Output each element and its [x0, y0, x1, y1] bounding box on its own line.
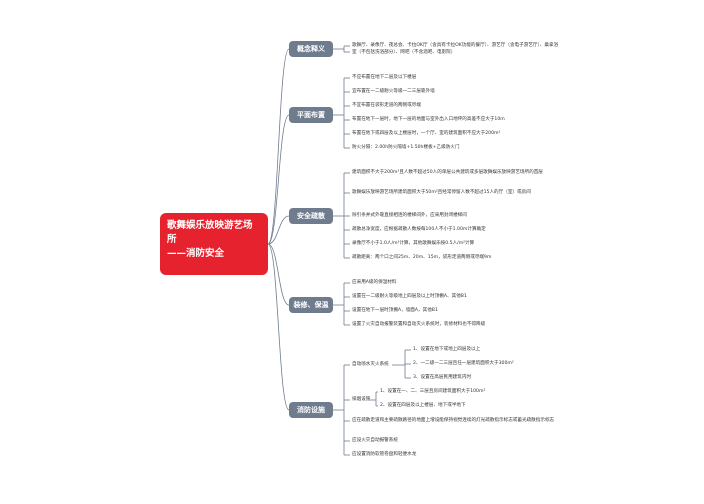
root-branch-line: [267, 243, 290, 411]
sprinkler-item: 2、一二级一二三层且任一层建筑面积大于300m²: [413, 361, 514, 366]
layout-item: 宜布置在一二级耐火等级一二三层靠外墙: [352, 89, 435, 94]
sprinkler-item: 1、设置在地下或地上四层及以上: [413, 347, 481, 352]
facility-item: 应设火灾自动报警系统: [352, 438, 398, 443]
smoke-item: 2、设置在四层及以上楼层、地下或半地下: [380, 403, 466, 408]
decoration-item: 应采用A级的保温材料: [352, 280, 397, 285]
root-branch-line: [267, 215, 290, 245]
root-branch-line: [267, 243, 290, 306]
decoration-item: 设置在一二级耐火等级地上四层及以上时顶棚A、其他B1: [352, 294, 467, 299]
layout-item: 不宜布置在袋形走道的两侧或尽端: [352, 103, 421, 108]
root-topic[interactable]: 歌舞娱乐放映游艺场所 ——消防安全: [160, 213, 268, 275]
smoke-item: 1、设置在一、二、三层且房间建筑面积大于100m²: [380, 389, 486, 394]
evacuation-item: 疏散总净宽度，应根据疏散人数按每100人不小于1.00m计算确定: [352, 227, 486, 232]
evacuation-item: 疏散距离：两个口之间25m、20m、15m，袋形走道两侧或尽端9m: [352, 255, 492, 260]
evacuation-item: 建筑面积不大于200m²且人数不超过50人的单层公共建筑或多层歌舞娱乐放映游艺场…: [352, 170, 543, 175]
category-decoration[interactable]: 装修、保温: [289, 297, 333, 313]
decoration-item: 设置了火灾自动报警装置和自动灭火系统时，装修材料也不得降级: [352, 322, 486, 327]
root-branch-line: [267, 114, 290, 245]
category-evacuation[interactable]: 安全疏散: [289, 208, 333, 224]
layout-item: 不应布置在地下二层及以下楼层: [352, 75, 417, 80]
evacuation-item: 录像厅不小于1.0人/m²计算，其他歌舞娱乐按0.5人/m²计算: [352, 241, 475, 246]
evacuation-item: 歌舞娱乐放映游艺场所建筑面积大于50m²且经常停留人数不超过15人的厅（室）或房…: [352, 190, 531, 195]
category-concept[interactable]: 概念释义: [289, 41, 333, 57]
category-layout[interactable]: 平面布置: [289, 107, 333, 123]
facility-item: 应在疏散走道和主要疏散路径的地面上增设能保持视觉连续的灯光疏散指示标志或蓄光疏散…: [352, 418, 555, 423]
layout-item: 布置在地下一层时，地下一层的地面与室外出入口地坪的高差不应大于10m: [352, 117, 505, 122]
evacuation-item: 除引条并式外靠直接相连的楼梯间外，应采用封闭楼梯间: [352, 213, 467, 218]
root-title: 歌舞娱乐放映游艺场所: [167, 220, 253, 245]
facility-item: 应设置消防软管卷盘和轻便水龙: [352, 452, 417, 457]
concept-item: 歌舞厅、录像厅、夜总会、卡拉OK厅（含具有卡拉OK功能的餐厅）、游艺厅（含电子游…: [352, 43, 559, 55]
layout-item: 防火分隔：2.00h防火隔墙+1.50h楼板+乙级防火门: [352, 145, 460, 150]
sprinkler-item: 3、设置在高层民用建筑内时: [413, 375, 472, 380]
root-subtitle: ——消防安全: [167, 248, 225, 259]
decoration-item: 设置在地下一层时顶棚A，墙面A，其他B1: [352, 308, 438, 313]
smoke-exhaust: 排烟设施: [352, 397, 371, 402]
category-facilities[interactable]: 消防设施: [289, 402, 333, 418]
sprinkler-system: 自动喷水灭火系统: [352, 362, 389, 367]
root-branch-line: [267, 48, 290, 245]
layout-item: 布置在地下或四层及以上楼层时，一个厅、室的建筑面积不应大于200m²: [352, 131, 501, 136]
